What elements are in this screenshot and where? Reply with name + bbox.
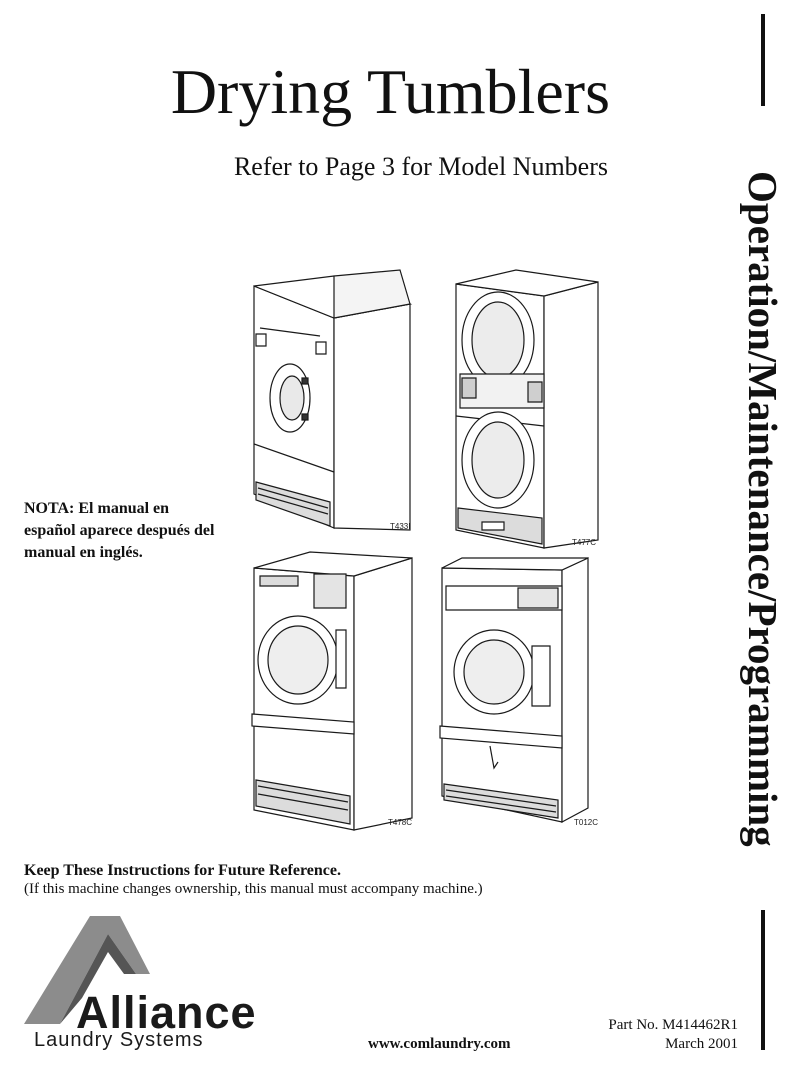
- brand-name: Alliance: [76, 987, 257, 1038]
- spanish-note: NOTA: El manual en español aparece despu…: [24, 500, 215, 561]
- website-link[interactable]: www.comlaundry.com: [368, 1036, 511, 1052]
- model-label-t433i: T433I: [390, 522, 411, 531]
- side-title: Operation/Maintenance/Programming: [740, 171, 786, 847]
- page-subtitle: Refer to Page 3 for Model Numbers: [233, 152, 608, 181]
- model-label-t477c: T477C: [572, 538, 597, 547]
- dryer-illustration-t478c: [250, 548, 416, 834]
- page-title: Drying Tumblers: [170, 56, 610, 127]
- alliance-logo-icon: [24, 916, 150, 1024]
- side-rule-bottom: [761, 910, 765, 1050]
- brand-tagline: Laundry Systems: [34, 1029, 204, 1051]
- dryer-illustration-t433i: [250, 268, 428, 540]
- part-number: Part No. M414462R1: [608, 1017, 738, 1033]
- dryer-illustration-t012c: [438, 556, 592, 826]
- dryer-illustration-t477c: [452, 256, 602, 552]
- publication-date: March 2001: [665, 1036, 738, 1052]
- side-rule-top: [761, 14, 765, 106]
- keep-instructions-heading: Keep These Instructions for Future Refer…: [24, 862, 341, 879]
- keep-instructions-note: (If this machine changes ownership, this…: [24, 881, 483, 897]
- model-label-t478c: T478C: [388, 818, 413, 827]
- model-label-t012c: T012C: [574, 818, 599, 827]
